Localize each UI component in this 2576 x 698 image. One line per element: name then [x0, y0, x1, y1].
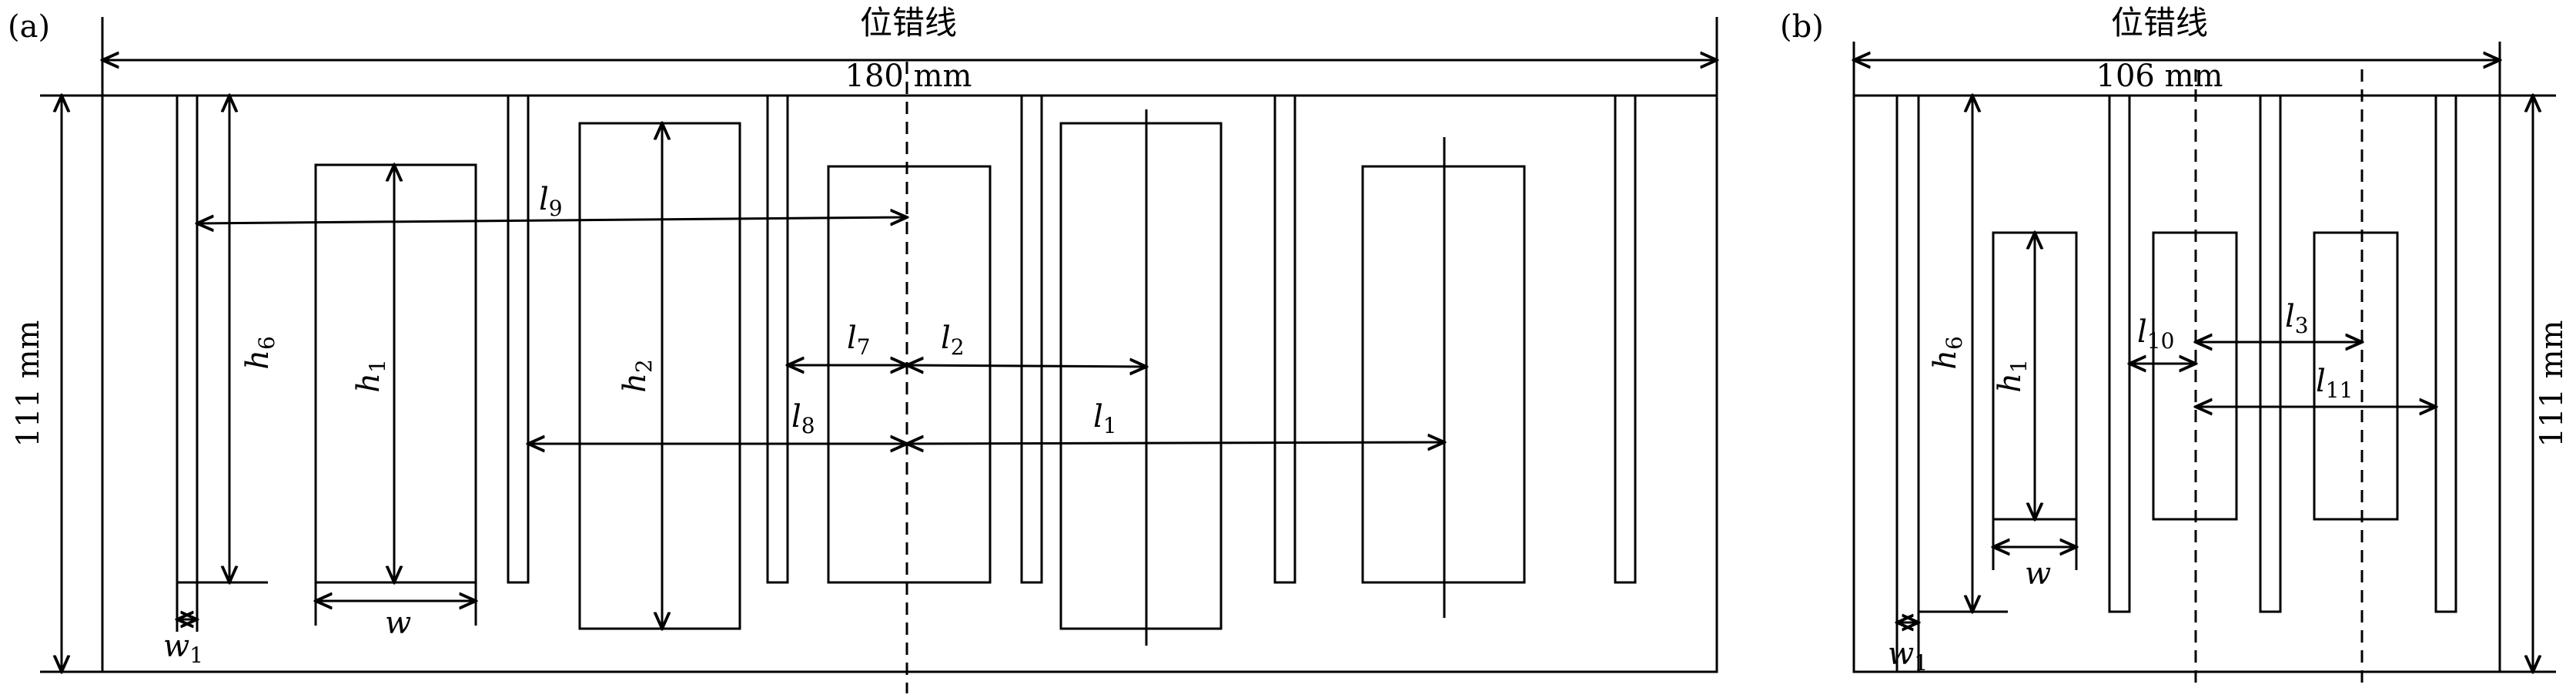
l2-label: l2 — [941, 320, 965, 360]
l9-label: l9 — [539, 182, 563, 221]
width-label-bg — [847, 62, 970, 96]
h6-label: h6 — [1928, 336, 1967, 370]
rectangle-tall — [1059, 122, 1223, 630]
h6-label: h6 — [240, 336, 279, 370]
height-label-bg — [2534, 308, 2571, 462]
slot — [2434, 94, 2457, 613]
l10-label: l10 — [2137, 314, 2174, 354]
h1-label: h1 — [1992, 359, 2032, 393]
panel-a: (a) 位错线 180 mm 111 mm — [8, 4, 1717, 693]
w-label: w — [385, 606, 411, 641]
slot — [1895, 94, 1920, 673]
l11-label: l11 — [2316, 364, 2353, 403]
w-label: w — [2025, 556, 2051, 592]
panel-b-title: 位错线 — [2111, 4, 2208, 42]
panel-b-tag: (b) — [1780, 9, 1824, 45]
l1-label: l1 — [1093, 399, 1117, 438]
panel-b: (b) 位错线 106 mm 111 mm h6 h1 l10 — [1780, 4, 2571, 683]
slot — [2259, 94, 2282, 613]
w1-label: w1 — [1888, 636, 1928, 676]
h2-label: h2 — [617, 359, 657, 393]
rectangle-h2 — [578, 122, 741, 630]
slot — [176, 94, 199, 584]
height-label: 111 mm — [11, 320, 46, 448]
slot — [766, 94, 789, 584]
width-label: 180 mm — [845, 59, 972, 94]
rectangle-center — [827, 165, 992, 584]
l3-label: l3 — [2285, 299, 2309, 338]
rectangle-center — [2152, 231, 2238, 521]
rectangle-right — [2313, 231, 2399, 521]
l7-label: l7 — [847, 320, 871, 360]
slot — [507, 94, 530, 584]
panel-a-title: 位错线 — [860, 4, 957, 42]
h1-label: h1 — [351, 359, 390, 393]
slot — [1273, 94, 1296, 584]
w1-label: w1 — [163, 629, 203, 668]
height-label: 111 mm — [2534, 320, 2570, 448]
width-label: 106 mm — [2096, 59, 2223, 94]
height-label-bg — [14, 308, 45, 462]
l8-label: l8 — [791, 399, 815, 438]
slot — [1020, 94, 1043, 584]
l9-dimension — [197, 217, 907, 223]
specimen-outline — [1852, 94, 2501, 673]
slot — [1614, 94, 1637, 584]
slot — [2108, 94, 2131, 613]
rectangle-h1 — [314, 163, 477, 584]
panel-a-tag: (a) — [8, 9, 50, 45]
l2-dimension — [907, 365, 1146, 367]
l1-dimension — [907, 442, 1444, 444]
specimen-outline — [101, 94, 1718, 673]
width-label-bg — [2098, 62, 2221, 96]
